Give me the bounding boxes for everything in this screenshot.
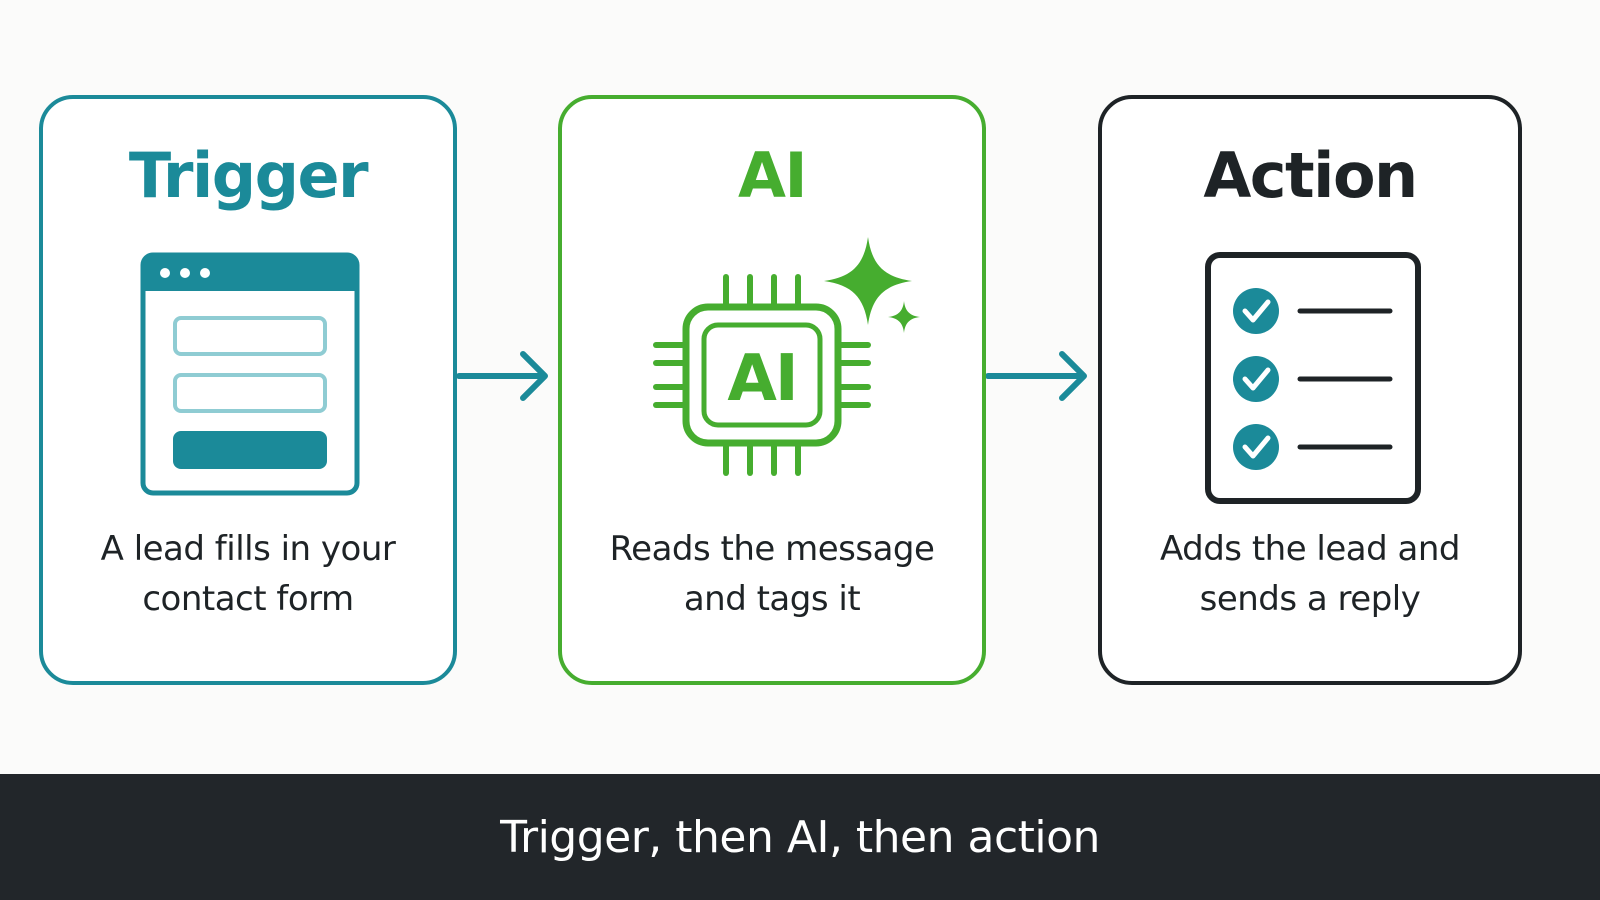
action-title: Action xyxy=(1203,139,1418,212)
ai-card: AI AI xyxy=(558,95,986,685)
web-form-icon xyxy=(140,252,360,496)
caption-text: Trigger, then AI, then action xyxy=(500,812,1100,863)
trigger-description-line-2: contact form xyxy=(142,579,354,619)
trigger-title: Trigger xyxy=(128,139,369,212)
arrow-right-icon xyxy=(986,351,1087,401)
action-description: Adds the lead and sends a reply xyxy=(1112,524,1508,624)
action-description-line-2: sends a reply xyxy=(1199,579,1421,619)
trigger-description: A lead fills in your contact form xyxy=(53,524,443,624)
check-circle-icon xyxy=(1233,356,1279,402)
chip-label: AI xyxy=(727,342,796,416)
checklist-icon xyxy=(1205,252,1421,504)
trigger-description-line-1: A lead fills in your xyxy=(100,529,396,569)
check-circle-icon xyxy=(1233,424,1279,470)
action-description-line-1: Adds the lead and xyxy=(1159,529,1461,569)
caption-bar: Trigger, then AI, then action xyxy=(0,774,1600,900)
sparkle-small-icon xyxy=(888,301,920,333)
check-circle-icon xyxy=(1233,288,1279,334)
ai-description-line-2: and tags it xyxy=(683,579,861,619)
ai-chip-icon: AI xyxy=(653,237,920,476)
sparkle-icon xyxy=(824,237,912,325)
ai-title: AI xyxy=(737,139,808,212)
arrow-right-icon xyxy=(457,351,548,401)
action-card: Action Adds the lead and sends a reply xyxy=(1098,95,1522,685)
ai-description-line-1: Reads the message xyxy=(609,529,935,569)
trigger-card: Trigger A lead fills in your contact for… xyxy=(39,95,457,685)
ai-description: Reads the message and tags it xyxy=(572,524,972,624)
